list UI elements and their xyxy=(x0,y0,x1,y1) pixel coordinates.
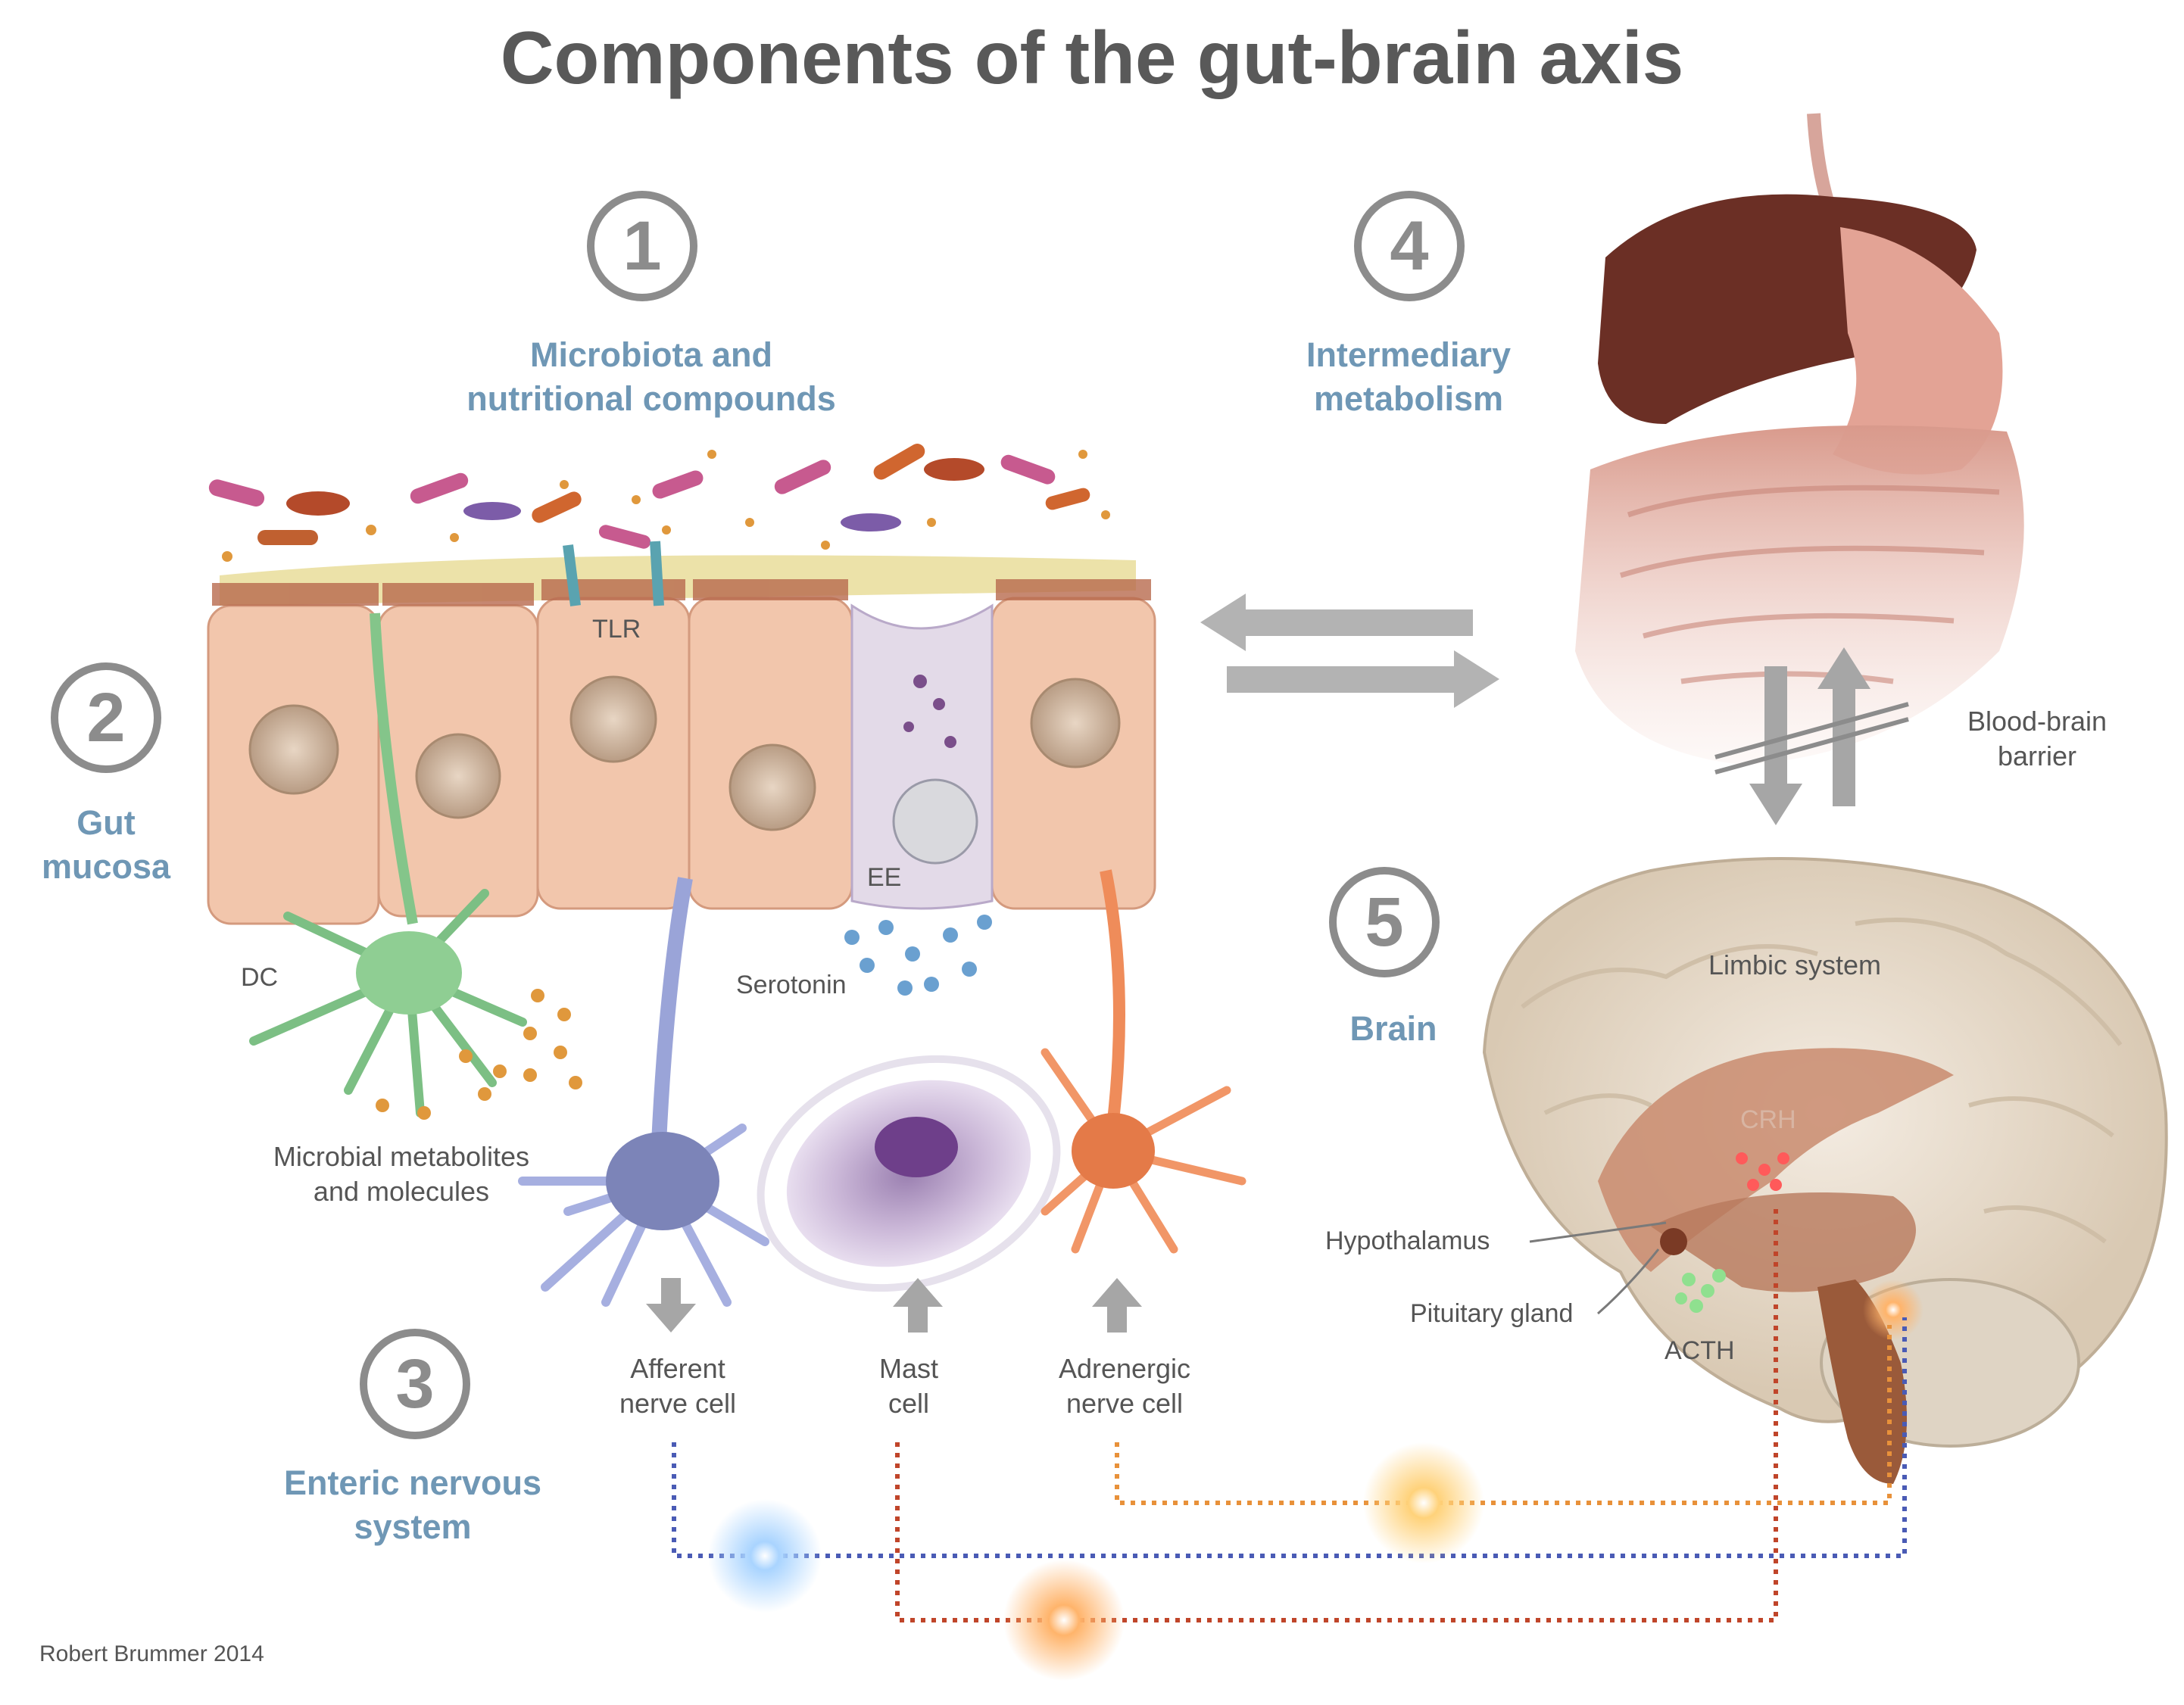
pituitary-gland-label: Pituitary gland xyxy=(1410,1299,1574,1328)
component-number-2: 2 xyxy=(51,662,161,773)
microbial-metabolites-line1: Microbial metabolites xyxy=(273,1141,530,1172)
blood-brain-barrier-arrows xyxy=(1714,647,1909,825)
credit-label: Robert Brummer 2014 xyxy=(39,1641,264,1666)
microbial-metabolites-label: Microbial metabolites and molecules xyxy=(242,1139,560,1209)
afferent-nerve-cell xyxy=(518,877,769,1307)
component-label-3-line1: Enteric nervous xyxy=(283,1463,542,1502)
brain xyxy=(1482,857,2168,1484)
metabolite-dots xyxy=(376,989,582,1120)
component-label-4-line2: metabolism xyxy=(1313,379,1504,418)
component-label-5: Brain xyxy=(1349,1009,1437,1048)
component-label-1-line1: Microbiota and xyxy=(529,335,772,374)
component-number-1: 1 xyxy=(587,191,697,301)
component-label-1: Microbiota and nutritional compounds xyxy=(424,333,878,421)
blood-brain-barrier-line2: barrier xyxy=(1997,740,2077,771)
mast-pathway xyxy=(895,1204,1778,1622)
mast-cell-line2: cell xyxy=(888,1388,930,1419)
component-number-4: 4 xyxy=(1354,191,1465,301)
afferent-nerve-label: Afferent nerve cell xyxy=(583,1351,772,1421)
crh-label: CRH xyxy=(1740,1105,1796,1134)
dendritic-cell xyxy=(249,612,527,1117)
adrenergic-nerve-line2: nerve cell xyxy=(1065,1388,1184,1419)
acth-label: ACTH xyxy=(1665,1336,1735,1365)
afferent-pathway xyxy=(672,1317,1907,1558)
component-number-5: 5 xyxy=(1329,867,1440,977)
signal-glows xyxy=(708,1442,1484,1681)
abdominal-organs xyxy=(1575,113,2024,765)
component-label-3: Enteric nervous system xyxy=(242,1461,583,1549)
epithelial-layer xyxy=(207,541,1156,925)
page-title: Components of the gut-brain axis xyxy=(500,16,1684,99)
limbic-system-label: Limbic system xyxy=(1708,949,1882,980)
component-label-2-line1: Gut xyxy=(76,803,136,842)
adrenergic-nerve-label: Adrenergic nerve cell xyxy=(1022,1351,1227,1421)
microbial-metabolites-line2: and molecules xyxy=(313,1176,490,1207)
signal-pathways xyxy=(672,1204,1907,1622)
component-label-3-line2: system xyxy=(354,1507,472,1546)
mast-cell xyxy=(757,1055,1061,1292)
ee-label: EE xyxy=(867,863,902,892)
adrenergic-nerve-cell xyxy=(1041,869,1246,1254)
tlr-label: TLR xyxy=(592,615,641,644)
adrenergic-pathway xyxy=(1115,1325,1892,1505)
mast-cell-line1: Mast xyxy=(878,1353,938,1384)
blood-brain-barrier-line1: Blood-brain xyxy=(1967,706,2108,737)
component-label-1-line2: nutritional compounds xyxy=(466,379,836,418)
adrenergic-nerve-line1: Adrenergic xyxy=(1058,1353,1191,1384)
exchange-arrows xyxy=(1200,594,1499,708)
component-label-2: Gut mucosa xyxy=(15,801,197,889)
serotonin-label: Serotonin xyxy=(736,971,847,999)
afferent-nerve-line1: Afferent xyxy=(630,1353,725,1384)
component-number-3: 3 xyxy=(360,1329,470,1439)
blood-brain-barrier-label: Blood-brain barrier xyxy=(1923,704,2151,774)
component-label-2-line2: mucosa xyxy=(41,847,171,886)
serotonin-dots xyxy=(844,915,992,996)
cell-arrows xyxy=(646,1278,1142,1333)
afferent-nerve-line2: nerve cell xyxy=(619,1388,737,1419)
leader-lines xyxy=(1529,1221,1667,1315)
microbiota-cluster xyxy=(208,444,1110,562)
component-label-4: Intermediary metabolism xyxy=(1257,333,1560,421)
hypothalamus-label: Hypothalamus xyxy=(1325,1227,1490,1255)
dc-label: DC xyxy=(241,963,279,992)
mast-cell-label: Mast cell xyxy=(833,1351,984,1421)
component-label-4-line1: Intermediary xyxy=(1306,335,1512,374)
